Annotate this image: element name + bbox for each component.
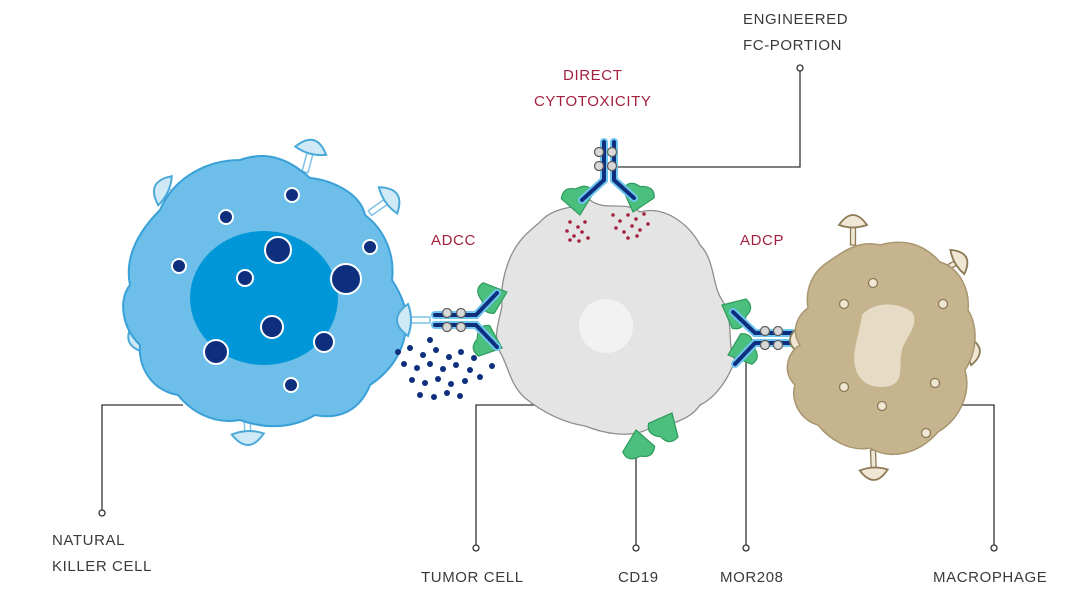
label-adcc: ADCC bbox=[431, 232, 476, 249]
label-adcp: ADCP bbox=[740, 232, 785, 249]
label-direct-line1: DIRECT bbox=[563, 67, 623, 84]
direct-cytotoxicity-dots bbox=[565, 212, 650, 243]
nk-nucleus bbox=[190, 231, 338, 365]
label-mor208: MOR208 bbox=[720, 569, 784, 586]
label-direct-cytotoxicity: DIRECT CYTOTOXICITY bbox=[534, 63, 652, 115]
nk-cytotoxic-granules bbox=[395, 337, 495, 400]
natural-killer-cell bbox=[122, 134, 408, 447]
tumor-nucleus bbox=[579, 299, 633, 353]
macrophage-nucleus bbox=[854, 304, 915, 388]
tumor-cell bbox=[495, 199, 736, 435]
nk-granules bbox=[171, 187, 378, 393]
label-nk-line1: NATURAL bbox=[52, 532, 126, 549]
antibody-direct bbox=[578, 138, 638, 204]
label-cd19: CD19 bbox=[618, 569, 659, 586]
macrophage-vesicles bbox=[838, 277, 949, 439]
label-natural-killer-cell: NATURAL KILLER CELL bbox=[52, 528, 152, 580]
label-nk-line2: KILLER CELL bbox=[52, 558, 152, 575]
leader-lines bbox=[101, 70, 995, 545]
label-tumor-cell: TUMOR CELL bbox=[421, 569, 524, 586]
antibody-adcp bbox=[729, 308, 796, 368]
label-engineered-fc-portion: ENGINEERED FC-PORTION bbox=[743, 7, 848, 59]
label-macrophage: MACROPHAGE bbox=[933, 569, 1048, 586]
label-engineered-line1: ENGINEERED bbox=[743, 11, 849, 28]
antibody-adcc bbox=[396, 289, 501, 351]
leader-endpoints bbox=[98, 64, 998, 552]
label-direct-line2: CYTOTOXICITY bbox=[534, 93, 652, 110]
macrophage bbox=[786, 214, 983, 482]
label-engineered-line2: FC-PORTION bbox=[743, 37, 843, 54]
